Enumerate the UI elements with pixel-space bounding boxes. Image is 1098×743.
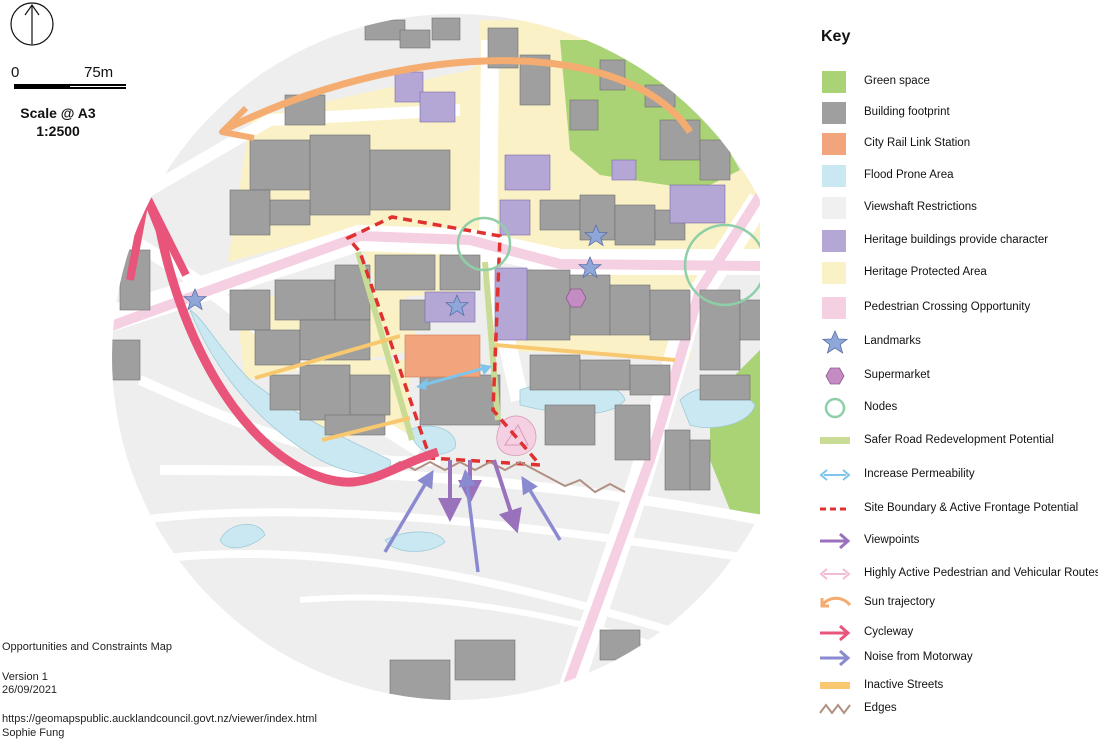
legend-item: Inactive Streets [804,674,1098,698]
arrow-icon [820,624,851,642]
legend-item: Flood Prone Area [804,164,1098,188]
legend-item: Pedestrian Crossing Opportunity [804,296,1098,320]
legend-item: Heritage Protected Area [804,261,1098,285]
hexagon-icon [825,367,845,385]
bar-icon [820,437,850,444]
legend-item: Cycleway [804,621,1098,645]
scale-bar: 0 75m [8,64,128,89]
legend-label: Flood Prone Area [864,169,954,181]
legend-item: Heritage buildings provide character [804,229,1098,253]
double-arrow-icon [819,469,851,481]
legend-label: Safer Road Redevelopment Potential [864,434,1054,446]
legend-label: Building footprint [864,106,950,118]
legend-swatch [822,297,846,319]
legend-item: Green space [804,70,1098,94]
legend-swatch [822,102,846,124]
legend-item: Site Boundary & Active Frontage Potentia… [804,497,1098,521]
legend-label: Increase Permeability [864,468,975,480]
site-boundary [345,215,545,468]
map-title: Opportunities and Constraints Map [2,641,172,653]
legend-label: Noise from Motorway [864,651,973,663]
sun-trajectory [226,57,693,134]
active-pedestrian-route [112,177,760,700]
increase-permeability-arrow [416,364,492,390]
legend-swatch [822,197,846,219]
double-arrow-icon [819,568,851,580]
legend-label: Edges [864,702,897,714]
legend-label: Green space [864,75,930,87]
author-name: Sophie Fung [2,727,65,739]
legend-label: Pedestrian Crossing Opportunity [864,301,1031,313]
dashed-line-icon [820,507,850,511]
legend-item: Highly Active Pedestrian and Vehicular R… [804,562,1098,586]
landmark-star-icon [182,223,609,317]
curved-arrow-icon [820,596,852,608]
cycleway-route [143,198,440,487]
legend-swatch [822,262,846,284]
legend-label: Heritage Protected Area [864,266,987,278]
arrow-icon [820,649,851,667]
legend-swatch [822,230,846,252]
arrow-icon [820,532,851,550]
scale-ratio-value: 1:2500 [36,123,80,139]
legend-swatch [822,165,846,187]
edge-zigzag [384,460,626,494]
legend-label: Inactive Streets [864,679,944,691]
site-analysis-map [10,2,760,700]
sun-trajectory-arrowhead-icon [219,105,255,141]
legend-title: Key [821,28,851,45]
legend-item: Viewpoints [804,529,1098,553]
version-label: Version 1 [2,671,48,683]
inactive-street [254,334,676,442]
legend-item: Building footprint [804,101,1098,125]
scale-bar-graphic [14,84,126,92]
source-url: https://geomapspublic.aucklandcouncil.go… [2,713,317,725]
legend-label: Viewpoints [864,534,920,546]
star-icon [821,330,849,354]
legend-item: Sun trajectory [804,591,1098,615]
motorway-noise-arrow [383,469,562,573]
legend-label: Viewshaft Restrictions [864,201,977,213]
legend-item: Viewshaft Restrictions [804,196,1098,220]
legend-label: Cycleway [864,626,914,638]
legend-item: Noise from Motorway [804,646,1098,670]
zigzag-icon [819,703,851,715]
legend-item: Safer Road Redevelopment Potential [804,429,1098,453]
bar-icon [820,682,850,689]
legend-label: Highly Active Pedestrian and Vehicular R… [864,567,1098,579]
legend-item: Edges [804,697,1098,721]
legend-label: City Rail Link Station [864,137,971,149]
supermarket-hexagon-icon [565,288,587,308]
scale-zero-label: 0 [11,64,20,81]
north-arrow-icon [10,2,54,46]
legend-label: Supermarket [864,369,930,381]
legend-label: Heritage buildings provide character [864,234,1049,246]
legend-item: Nodes [804,396,1098,420]
circle-icon [824,397,846,419]
scale-paper-size: Scale @ A3 [20,105,96,121]
legend-label: Nodes [864,401,898,413]
legend-swatch [822,133,846,155]
legend-swatch [822,71,846,93]
scale-distance-label: 75m [84,64,114,81]
legend-item: Landmarks [804,330,1098,354]
legend-label: Landmarks [864,335,921,347]
safer-road-redevelopment [355,251,501,441]
heritage-building [394,71,726,341]
legend-label: Site Boundary & Active Frontage Potentia… [864,502,1079,514]
legend-item: Increase Permeability [804,463,1098,487]
node-circle [456,216,760,307]
city-rail-link-station [404,334,481,378]
scale-ratio: Scale @ A3 1:2500 [8,104,108,140]
triangle-marker-icon [504,423,529,446]
legend-label: Sun trajectory [864,596,935,608]
date-label: 26/09/2021 [2,684,58,696]
legend-item: City Rail Link Station [804,132,1098,156]
legend-item: Supermarket [804,364,1098,388]
